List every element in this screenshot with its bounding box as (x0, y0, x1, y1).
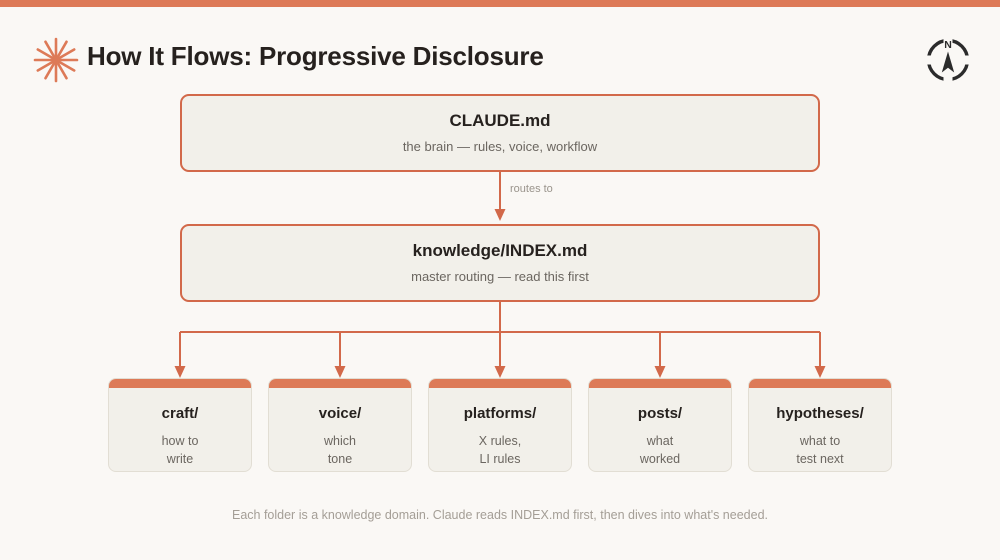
top-accent-bar (0, 0, 1000, 7)
flow-box-subtitle: the brain — rules, voice, workflow (402, 139, 598, 155)
folder-description: which tone (324, 433, 356, 466)
flow-box-title: knowledge/INDEX.md (412, 241, 588, 260)
connector-label-routes-to: routes to (510, 183, 553, 195)
folder-card-voice[interactable]: voice/ which tone (268, 378, 412, 472)
folder-name: hypotheses/ (776, 405, 864, 422)
card-accent-bar (109, 379, 251, 388)
footer-caption: Each folder is a knowledge domain. Claud… (231, 508, 768, 522)
card-accent-bar (269, 379, 411, 388)
page-header: How It Flows: Progressive Disclosure N (0, 7, 1000, 92)
compass-icon: N (922, 34, 974, 86)
folder-name: posts/ (637, 405, 683, 422)
page-title: How It Flows: Progressive Disclosure (87, 41, 544, 71)
flow-box-title: CLAUDE.md (449, 111, 551, 130)
flow-box-knowledge-index-md[interactable]: knowledge/INDEX.md master routing — read… (180, 224, 820, 302)
folder-name: voice/ (318, 405, 362, 422)
folder-description: what worked (639, 433, 681, 466)
flow-box-subtitle: master routing — read this first (411, 269, 589, 285)
folder-card-craft[interactable]: craft/ how to write (108, 378, 252, 472)
folder-card-hypotheses[interactable]: hypotheses/ what to test next (748, 378, 892, 472)
svg-text:N: N (944, 39, 952, 51)
folder-description: how to write (161, 433, 199, 466)
folder-card-platforms[interactable]: platforms/ X rules, LI rules (428, 378, 572, 472)
folder-name: craft/ (161, 405, 199, 422)
flow-box-claude-md[interactable]: CLAUDE.md the brain — rules, voice, work… (180, 94, 820, 172)
folder-name: platforms/ (463, 405, 537, 422)
folder-description: what to test next (796, 433, 844, 466)
folder-description: X rules, LI rules (478, 433, 522, 466)
card-accent-bar (429, 379, 571, 388)
folder-card-posts[interactable]: posts/ what worked (588, 378, 732, 472)
starburst-icon (30, 34, 82, 86)
card-accent-bar (749, 379, 891, 388)
card-accent-bar (589, 379, 731, 388)
